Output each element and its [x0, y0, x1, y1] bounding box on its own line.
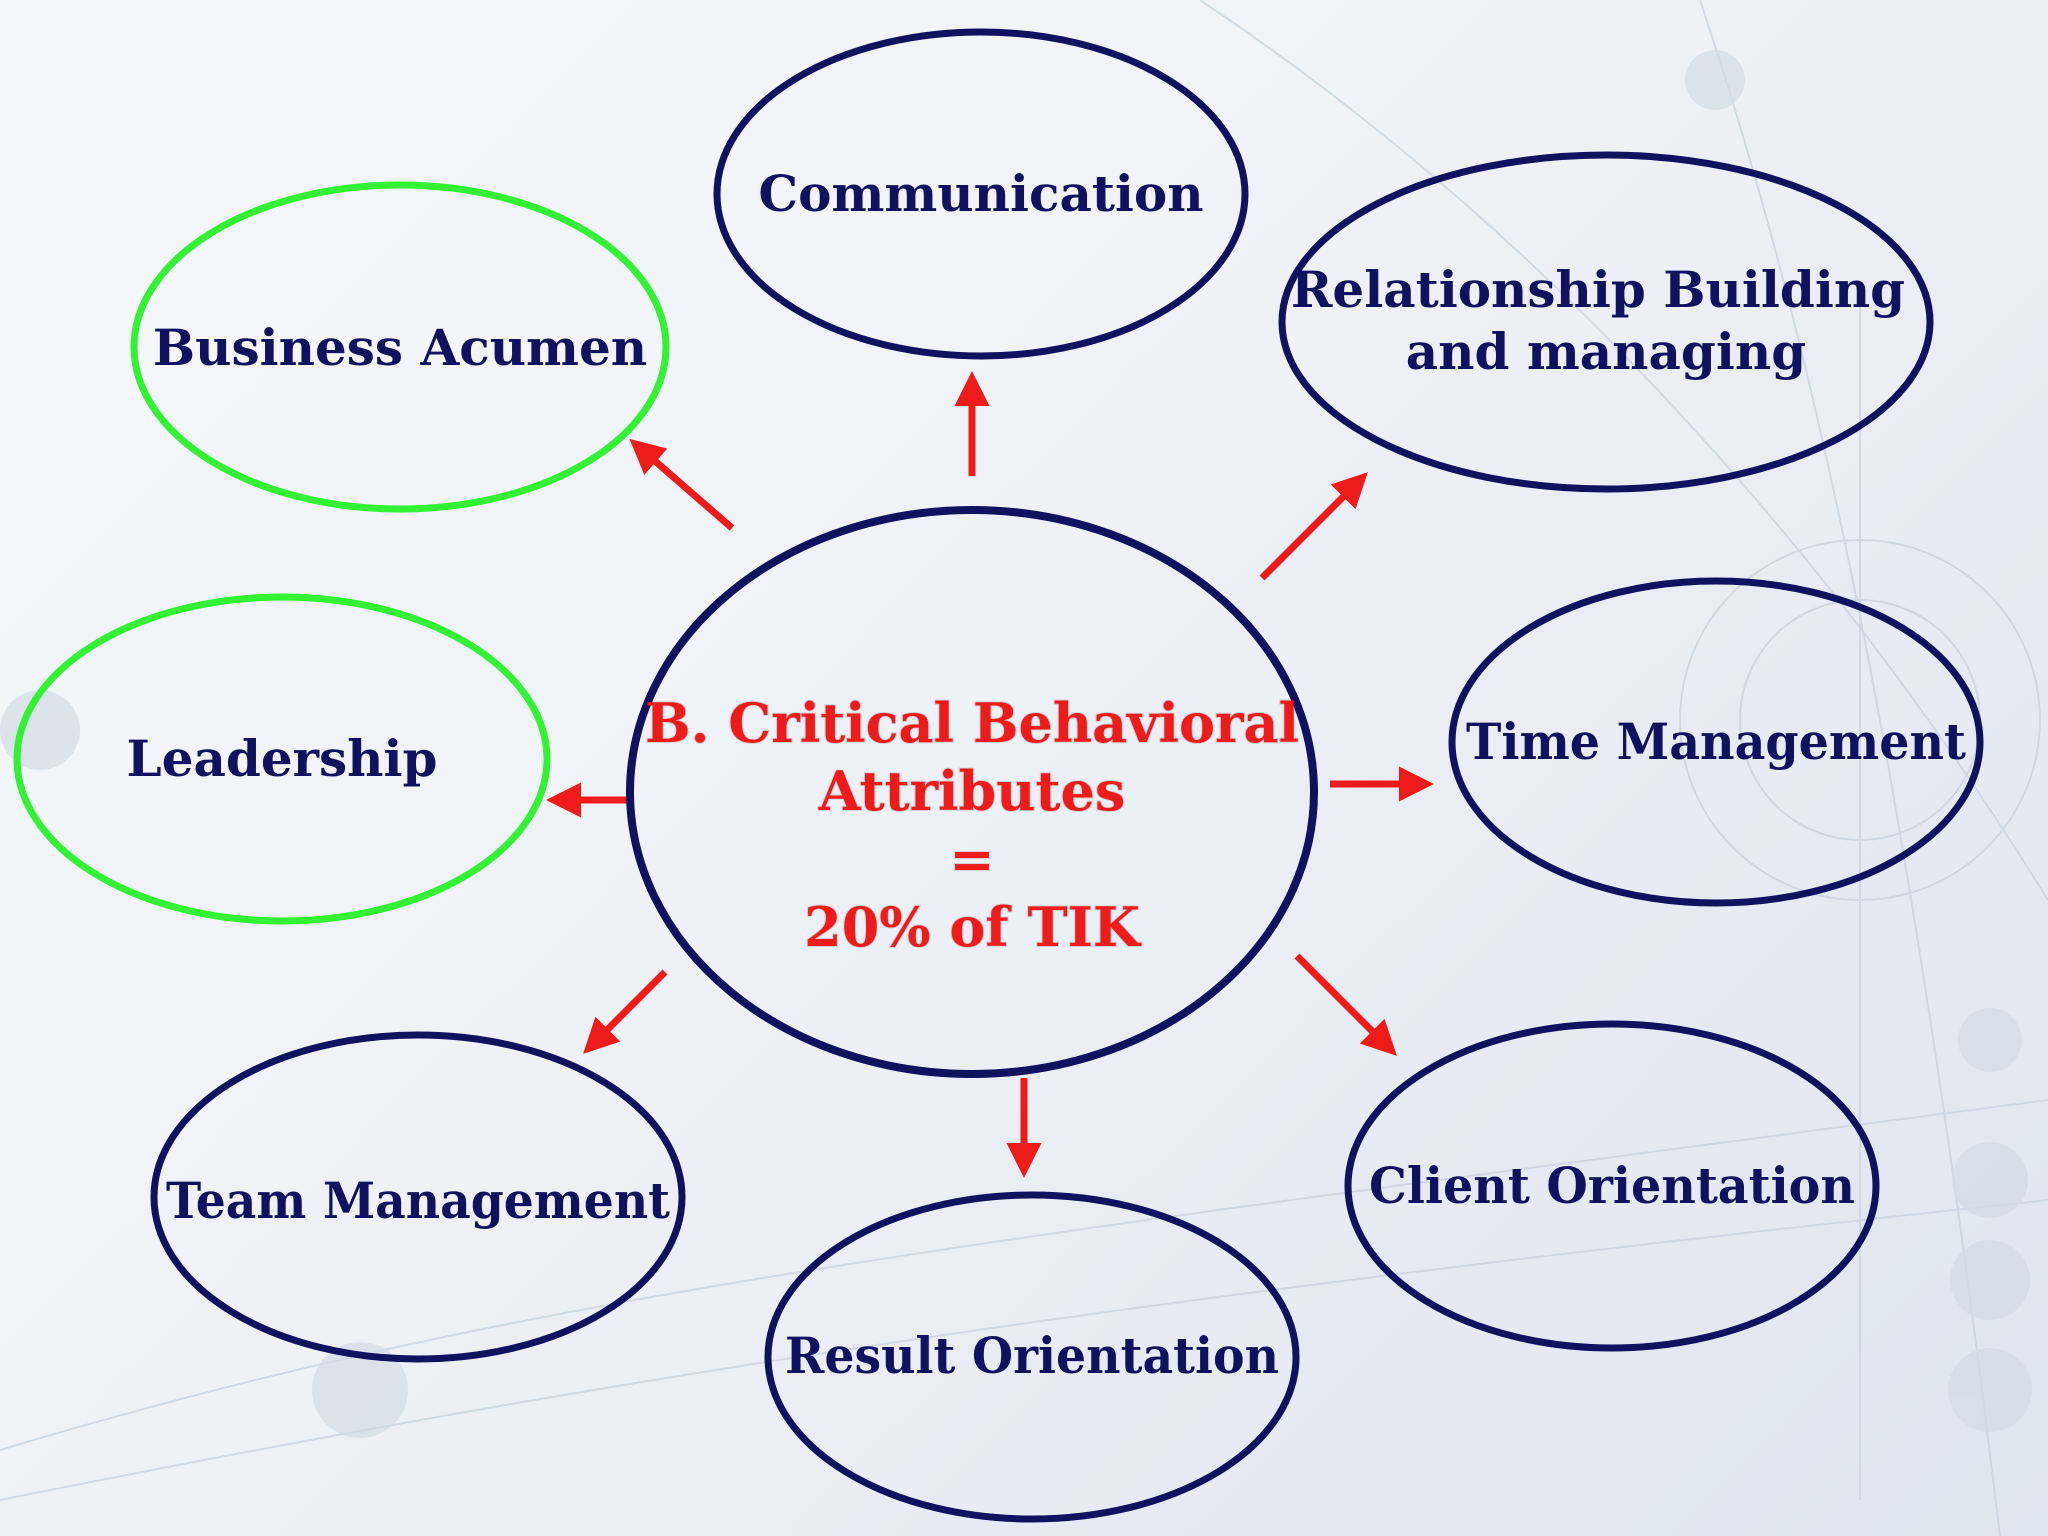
center-line-4: 20% of TIK — [804, 895, 1142, 959]
node-relationship-building: Relationship Building and managing — [1278, 151, 1934, 493]
relationship-building-ellipse — [1278, 151, 1934, 493]
leadership-label: Leadership — [127, 729, 438, 788]
center-line-2: Attributes — [818, 759, 1126, 823]
team-management-ellipse — [150, 1031, 686, 1363]
result-orientation-ellipse — [764, 1191, 1300, 1523]
center-line-3: = — [949, 827, 994, 891]
business-acumen-ellipse — [130, 181, 670, 513]
node-client-orientation: Client Orientation — [1344, 1020, 1880, 1352]
node-result-orientation: Result Orientation — [764, 1191, 1300, 1523]
node-communication: Communication — [713, 28, 1249, 360]
arrow-to-client-orientation — [1294, 953, 1397, 1056]
relationship-building-label-line-1: Relationship Building — [1291, 260, 1905, 319]
client-orientation-ellipse — [1344, 1020, 1880, 1352]
time-management-ellipse — [1448, 577, 1984, 907]
business-acumen-label: Business Acumen — [153, 318, 647, 377]
node-time-management: Time Management — [1448, 577, 1984, 907]
team-management-label: Team Management — [166, 1171, 670, 1230]
central-ellipse — [626, 506, 1318, 1078]
arrow-to-team-management — [583, 969, 668, 1054]
node-business-acumen: Business Acumen — [130, 181, 670, 513]
time-management-label: Time Management — [1466, 712, 1966, 771]
central-node: B. Critical Behavioral Attributes = 20% … — [626, 506, 1318, 1078]
node-leadership: Leadership — [13, 593, 551, 925]
communication-ellipse — [713, 28, 1249, 360]
result-orientation-label: Result Orientation — [785, 1326, 1279, 1385]
node-team-management: Team Management — [150, 1031, 686, 1363]
arrows — [546, 371, 1434, 1178]
arrow-to-business-acumen — [629, 438, 735, 531]
arrow-to-relationship-building — [1259, 472, 1368, 581]
center-line-1: B. Critical Behavioral — [645, 691, 1299, 755]
communication-label: Communication — [758, 164, 1203, 223]
client-orientation-label: Client Orientation — [1369, 1156, 1855, 1215]
relationship-building-label-line-2: and managing — [1406, 322, 1806, 381]
leadership-ellipse — [13, 593, 551, 925]
